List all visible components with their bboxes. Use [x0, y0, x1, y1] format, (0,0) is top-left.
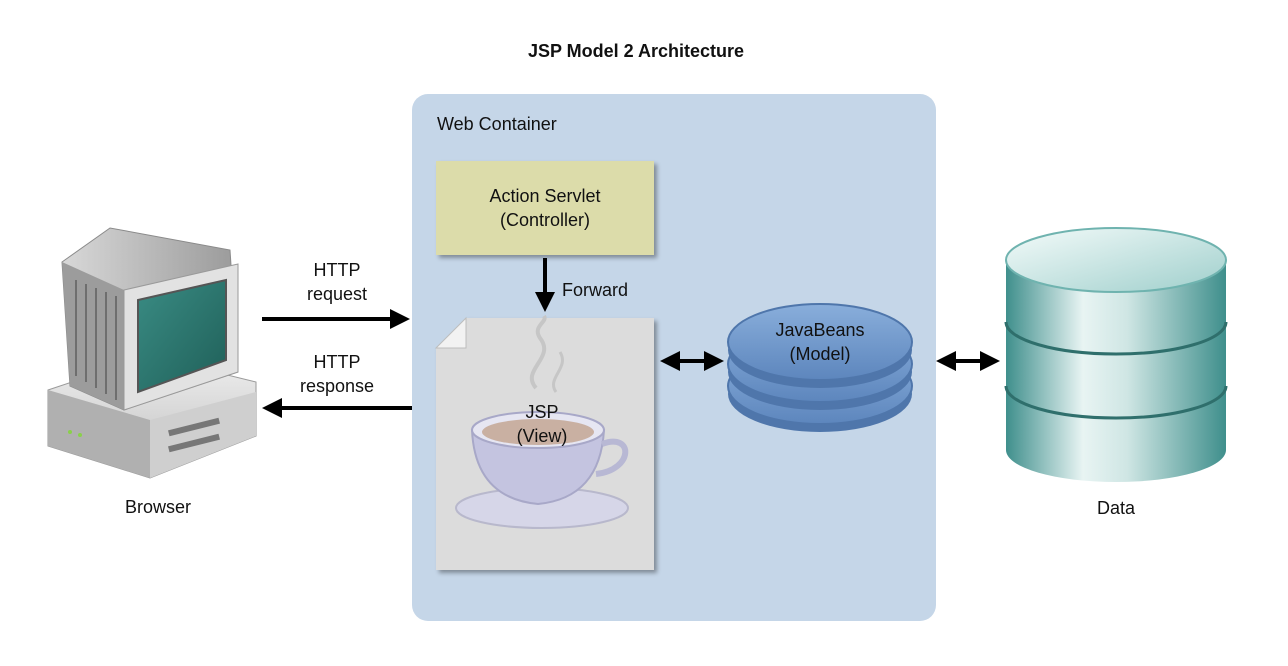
desktop-computer-icon	[47, 227, 257, 479]
model-label-line2: (Model)	[789, 344, 851, 364]
controller-label-line2: (Controller)	[499, 210, 591, 230]
web-container-label: Web Container	[437, 114, 557, 134]
view-label-line2: (View)	[516, 426, 568, 446]
http-request-label-line2: request	[306, 284, 368, 304]
http-request-label-line1: HTTP	[313, 260, 361, 280]
view-label-line1: JSP	[525, 402, 559, 422]
controller-box	[436, 161, 654, 255]
forward-label: Forward	[562, 280, 629, 300]
controller-label-line1: Action Servlet	[489, 186, 601, 206]
http-response-label-line1: HTTP	[313, 352, 361, 372]
http-response-label-line2: response	[299, 376, 375, 396]
browser-label: Browser	[124, 497, 191, 517]
model-label-line1: JavaBeans	[775, 320, 865, 340]
data-label: Data	[1096, 498, 1136, 518]
page-title: JSP Model 2 Architecture	[527, 41, 745, 61]
java-coffee-cup-icon	[455, 314, 629, 529]
database-cylinder-icon	[1004, 227, 1228, 482]
javabeans-model-stack	[727, 303, 913, 432]
